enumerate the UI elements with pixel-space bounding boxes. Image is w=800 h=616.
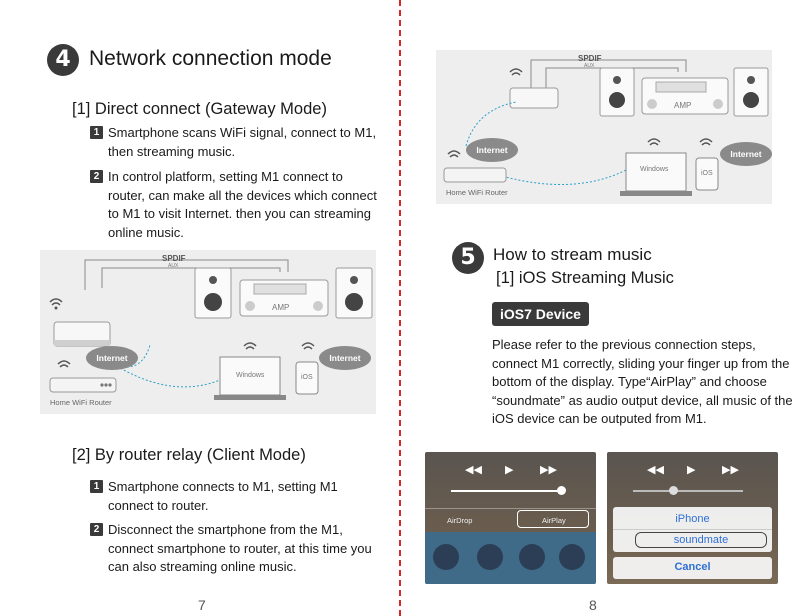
rewind-icon: ◀◀ — [647, 464, 664, 476]
section-title: Network connection mode — [89, 47, 332, 70]
mode1-item-1: 1 Smartphone scans WiFi signal, connect … — [90, 124, 380, 161]
play-icon: ▶ — [687, 464, 696, 476]
amp-label: AMP — [272, 303, 290, 312]
ios7-device-badge: iOS7 Device — [492, 302, 589, 326]
amp-label: AMP — [674, 101, 692, 110]
volume-track — [451, 490, 561, 492]
forward-icon: ▶▶ — [540, 464, 557, 476]
section-number-badge-5: 5 — [452, 242, 484, 274]
spdif-label: SPDIF — [162, 254, 186, 263]
play-icon: ▶ — [505, 464, 514, 476]
windows-label: Windows — [640, 166, 669, 173]
airplay-menu-screenshot: ◀◀ ▶ ▶▶ iPhone soundmate Cancel — [607, 452, 778, 584]
section-title-5: How to stream music — [493, 245, 652, 264]
mode2-item-1: 1 Smartphone connects to M1, setting M1 … — [90, 478, 380, 515]
router-label: Home WiFi Router — [446, 188, 508, 197]
calculator-icon[interactable] — [519, 544, 545, 570]
mode1-title: [1] Direct connect (Gateway Mode) — [72, 100, 327, 118]
aux-label: AUX — [168, 263, 179, 269]
windows-label: Windows — [236, 372, 265, 379]
airplay-option-iphone[interactable]: iPhone — [675, 513, 710, 525]
rewind-icon: ◀◀ — [465, 464, 482, 476]
flashlight-icon[interactable] — [433, 544, 459, 570]
item-number-badge: 1 — [90, 480, 103, 493]
volume-track — [633, 490, 743, 492]
cancel-button[interactable]: Cancel — [674, 561, 711, 573]
internet-label: Internet — [476, 145, 508, 155]
airplay-option-soundmate: soundmate — [673, 534, 729, 546]
airdrop-label[interactable]: AirDrop — [447, 516, 473, 525]
cancel-sheet: Cancel — [613, 557, 772, 579]
network-diagram-right: SPDIF AUX AMP Internet Internet Windows … — [436, 50, 772, 204]
diagram-drawing — [443, 59, 772, 196]
mode2-title: [2] By router relay (Client Mode) — [72, 446, 306, 464]
internet-label: Internet — [96, 353, 128, 363]
volume-knob[interactable] — [557, 486, 566, 495]
ios-label: iOS — [701, 170, 713, 177]
item-number-badge: 2 — [90, 523, 103, 536]
page-number-left: 7 — [198, 597, 206, 613]
ios-label: iOS — [301, 374, 313, 381]
mode1-item-2: 2 In control platform, setting M1 connec… — [90, 168, 380, 242]
internet-label-2: Internet — [730, 149, 762, 159]
item-text: In control platform, setting M1 connect … — [108, 169, 377, 240]
camera-icon[interactable] — [559, 544, 585, 570]
network-diagram-left: SPDIF AUX AMP Internet Internet Windows … — [40, 250, 376, 414]
soundmate-option-highlight[interactable]: soundmate — [635, 532, 767, 548]
page-divider — [399, 0, 401, 616]
item-text: Disconnect the smartphone from the M1, c… — [108, 522, 372, 574]
item-number-badge: 2 — [90, 170, 103, 183]
mode2-item-2: 2 Disconnect the smartphone from the M1,… — [90, 521, 380, 577]
instructions-paragraph: Please refer to the previous connection … — [492, 337, 793, 426]
router-label: Home WiFi Router — [50, 398, 112, 407]
volume-knob[interactable] — [669, 486, 678, 495]
section-number-badge: 4 — [47, 44, 79, 76]
control-center-screenshot: ◀◀ ▶ ▶▶ AirDrop AirPlay — [425, 452, 596, 584]
aux-label: AUX — [584, 63, 595, 69]
page-number-right: 8 — [589, 597, 597, 613]
ios-subtitle: [1] iOS Streaming Music — [496, 269, 674, 287]
airplay-button[interactable]: AirPlay — [517, 510, 589, 528]
forward-icon: ▶▶ — [722, 464, 739, 476]
item-text: Smartphone connects to M1, setting M1 co… — [108, 479, 338, 513]
item-text: Smartphone scans WiFi signal, connect to… — [108, 125, 377, 159]
item-number-badge: 1 — [90, 126, 103, 139]
internet-label-2: Internet — [329, 353, 361, 363]
airplay-options-sheet: iPhone soundmate — [613, 507, 772, 552]
airplay-label: AirPlay — [542, 516, 566, 525]
spdif-label: SPDIF — [578, 54, 602, 63]
diagram-drawing — [49, 259, 373, 400]
timer-icon[interactable] — [477, 544, 503, 570]
